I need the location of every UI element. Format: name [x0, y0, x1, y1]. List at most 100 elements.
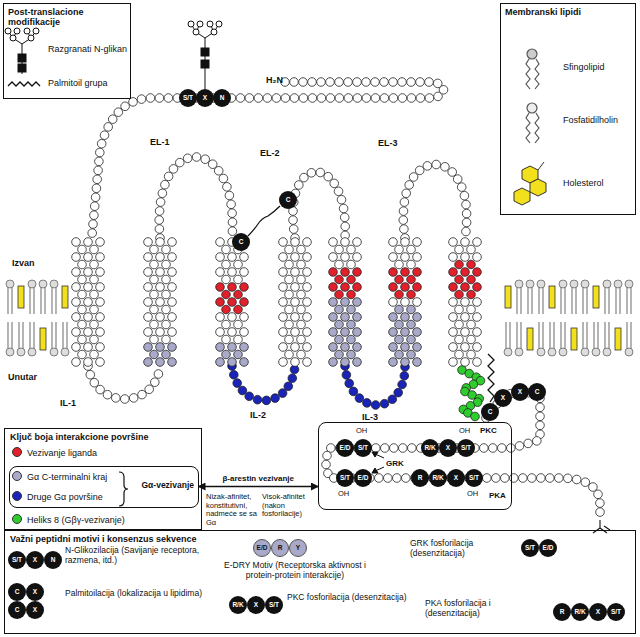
residue-letter: X — [196, 89, 214, 107]
residue-bead — [467, 290, 476, 299]
cholesterol — [18, 286, 24, 308]
residue-bead — [492, 474, 501, 483]
residue-letter: R — [553, 603, 571, 621]
residue-bead — [216, 313, 225, 322]
residue-bead — [401, 253, 410, 262]
residue-bead — [407, 335, 416, 344]
residue-bead — [93, 175, 102, 184]
residue-bead — [156, 253, 165, 262]
residue-bead — [413, 283, 422, 292]
box-text: GRK fosforilacija (desenzitacija) — [410, 539, 515, 559]
residue-bead — [395, 260, 404, 269]
residue-bead — [455, 320, 464, 329]
residue-bead — [216, 328, 225, 337]
residue-bead — [234, 275, 243, 284]
residue-bead — [297, 350, 306, 359]
residue-bead — [216, 298, 225, 307]
lipid-tail — [615, 284, 616, 314]
residue-bead — [216, 238, 225, 247]
phosphatidylcholine-icon — [526, 103, 539, 143]
residue-bead — [329, 238, 338, 247]
residue-bead — [407, 78, 416, 87]
art-stroke — [535, 113, 539, 143]
residue-bead — [297, 245, 306, 254]
residue-bead — [114, 108, 123, 117]
residue-bead — [225, 191, 234, 200]
residue-bead — [72, 268, 81, 277]
residue-bead — [455, 245, 464, 254]
lipid-tail — [509, 322, 510, 352]
residue-bead — [84, 328, 93, 337]
residue-bead — [455, 290, 464, 299]
residue-bead — [329, 328, 338, 337]
residue-bead — [78, 320, 87, 329]
residue-bead — [473, 283, 482, 292]
residue-letter: S/T — [265, 596, 283, 614]
residue-bead — [533, 437, 542, 446]
residue-bead — [78, 290, 87, 299]
residue-bead — [240, 343, 249, 352]
residue-bead — [303, 328, 312, 337]
residue-bead — [449, 328, 458, 337]
lipid-tail — [560, 284, 561, 314]
text-label: EL-1 — [150, 137, 170, 147]
residue-bead — [400, 225, 409, 234]
text-label: OH — [338, 490, 349, 499]
lipid-tail — [553, 322, 554, 352]
lipid-tail — [604, 322, 605, 352]
residue-bead — [96, 253, 105, 262]
art-stroke — [33, 28, 39, 34]
residue-bead — [416, 78, 425, 87]
residue-bead — [94, 166, 103, 175]
residue-bead — [228, 313, 237, 322]
residue-bead — [96, 343, 105, 352]
residue-bead — [154, 370, 163, 379]
residue-bead — [162, 275, 171, 284]
residue-bead — [353, 328, 362, 337]
residue-bead — [329, 298, 338, 307]
residue-bead — [401, 313, 410, 322]
residue-bead — [150, 275, 159, 284]
residue-bead — [389, 94, 398, 103]
residue-bead — [84, 358, 93, 367]
art-stroke — [18, 54, 26, 62]
residue-bead — [297, 320, 306, 329]
residue-bead — [96, 358, 105, 367]
residue-letter: S/T — [457, 439, 475, 457]
art-stroke — [527, 103, 537, 113]
residue-letter: C — [8, 601, 26, 619]
node-box: Post-translacione modifikacijeRazgranati… — [3, 3, 131, 99]
residue-letter: C — [279, 191, 297, 209]
residue-bead — [234, 350, 243, 359]
lipid-tail — [55, 284, 56, 314]
residue-bead — [138, 390, 147, 399]
residue-bead — [399, 444, 408, 453]
residue-bead — [90, 320, 99, 329]
lipid-tail — [18, 322, 19, 352]
residue-bead — [234, 305, 243, 314]
box-text: Fosfatidilholin — [563, 115, 633, 125]
art-stroke — [373, 453, 384, 458]
residue-bead — [230, 371, 239, 380]
lipid-tail — [564, 322, 565, 352]
residue-bead — [461, 268, 470, 277]
residue-bead — [515, 442, 524, 451]
residue-bead — [285, 275, 294, 284]
lipid-tail — [575, 284, 576, 314]
lipid-head — [537, 280, 545, 288]
lipid-head — [6, 280, 14, 288]
text-label: H₂N — [266, 75, 283, 85]
residue-bead — [96, 298, 105, 307]
lipid-head — [625, 348, 633, 356]
residue-bead — [103, 390, 112, 399]
glycan-icon — [5, 28, 39, 74]
residue-bead — [344, 94, 353, 103]
lipid-tail — [527, 284, 528, 314]
residue-bead — [416, 94, 425, 103]
residue-bead — [156, 298, 165, 307]
residue-bead — [467, 320, 476, 329]
residue-bead — [536, 412, 545, 421]
residue-bead — [449, 343, 458, 352]
residue-bead — [449, 283, 458, 292]
art-stroke — [207, 21, 213, 27]
